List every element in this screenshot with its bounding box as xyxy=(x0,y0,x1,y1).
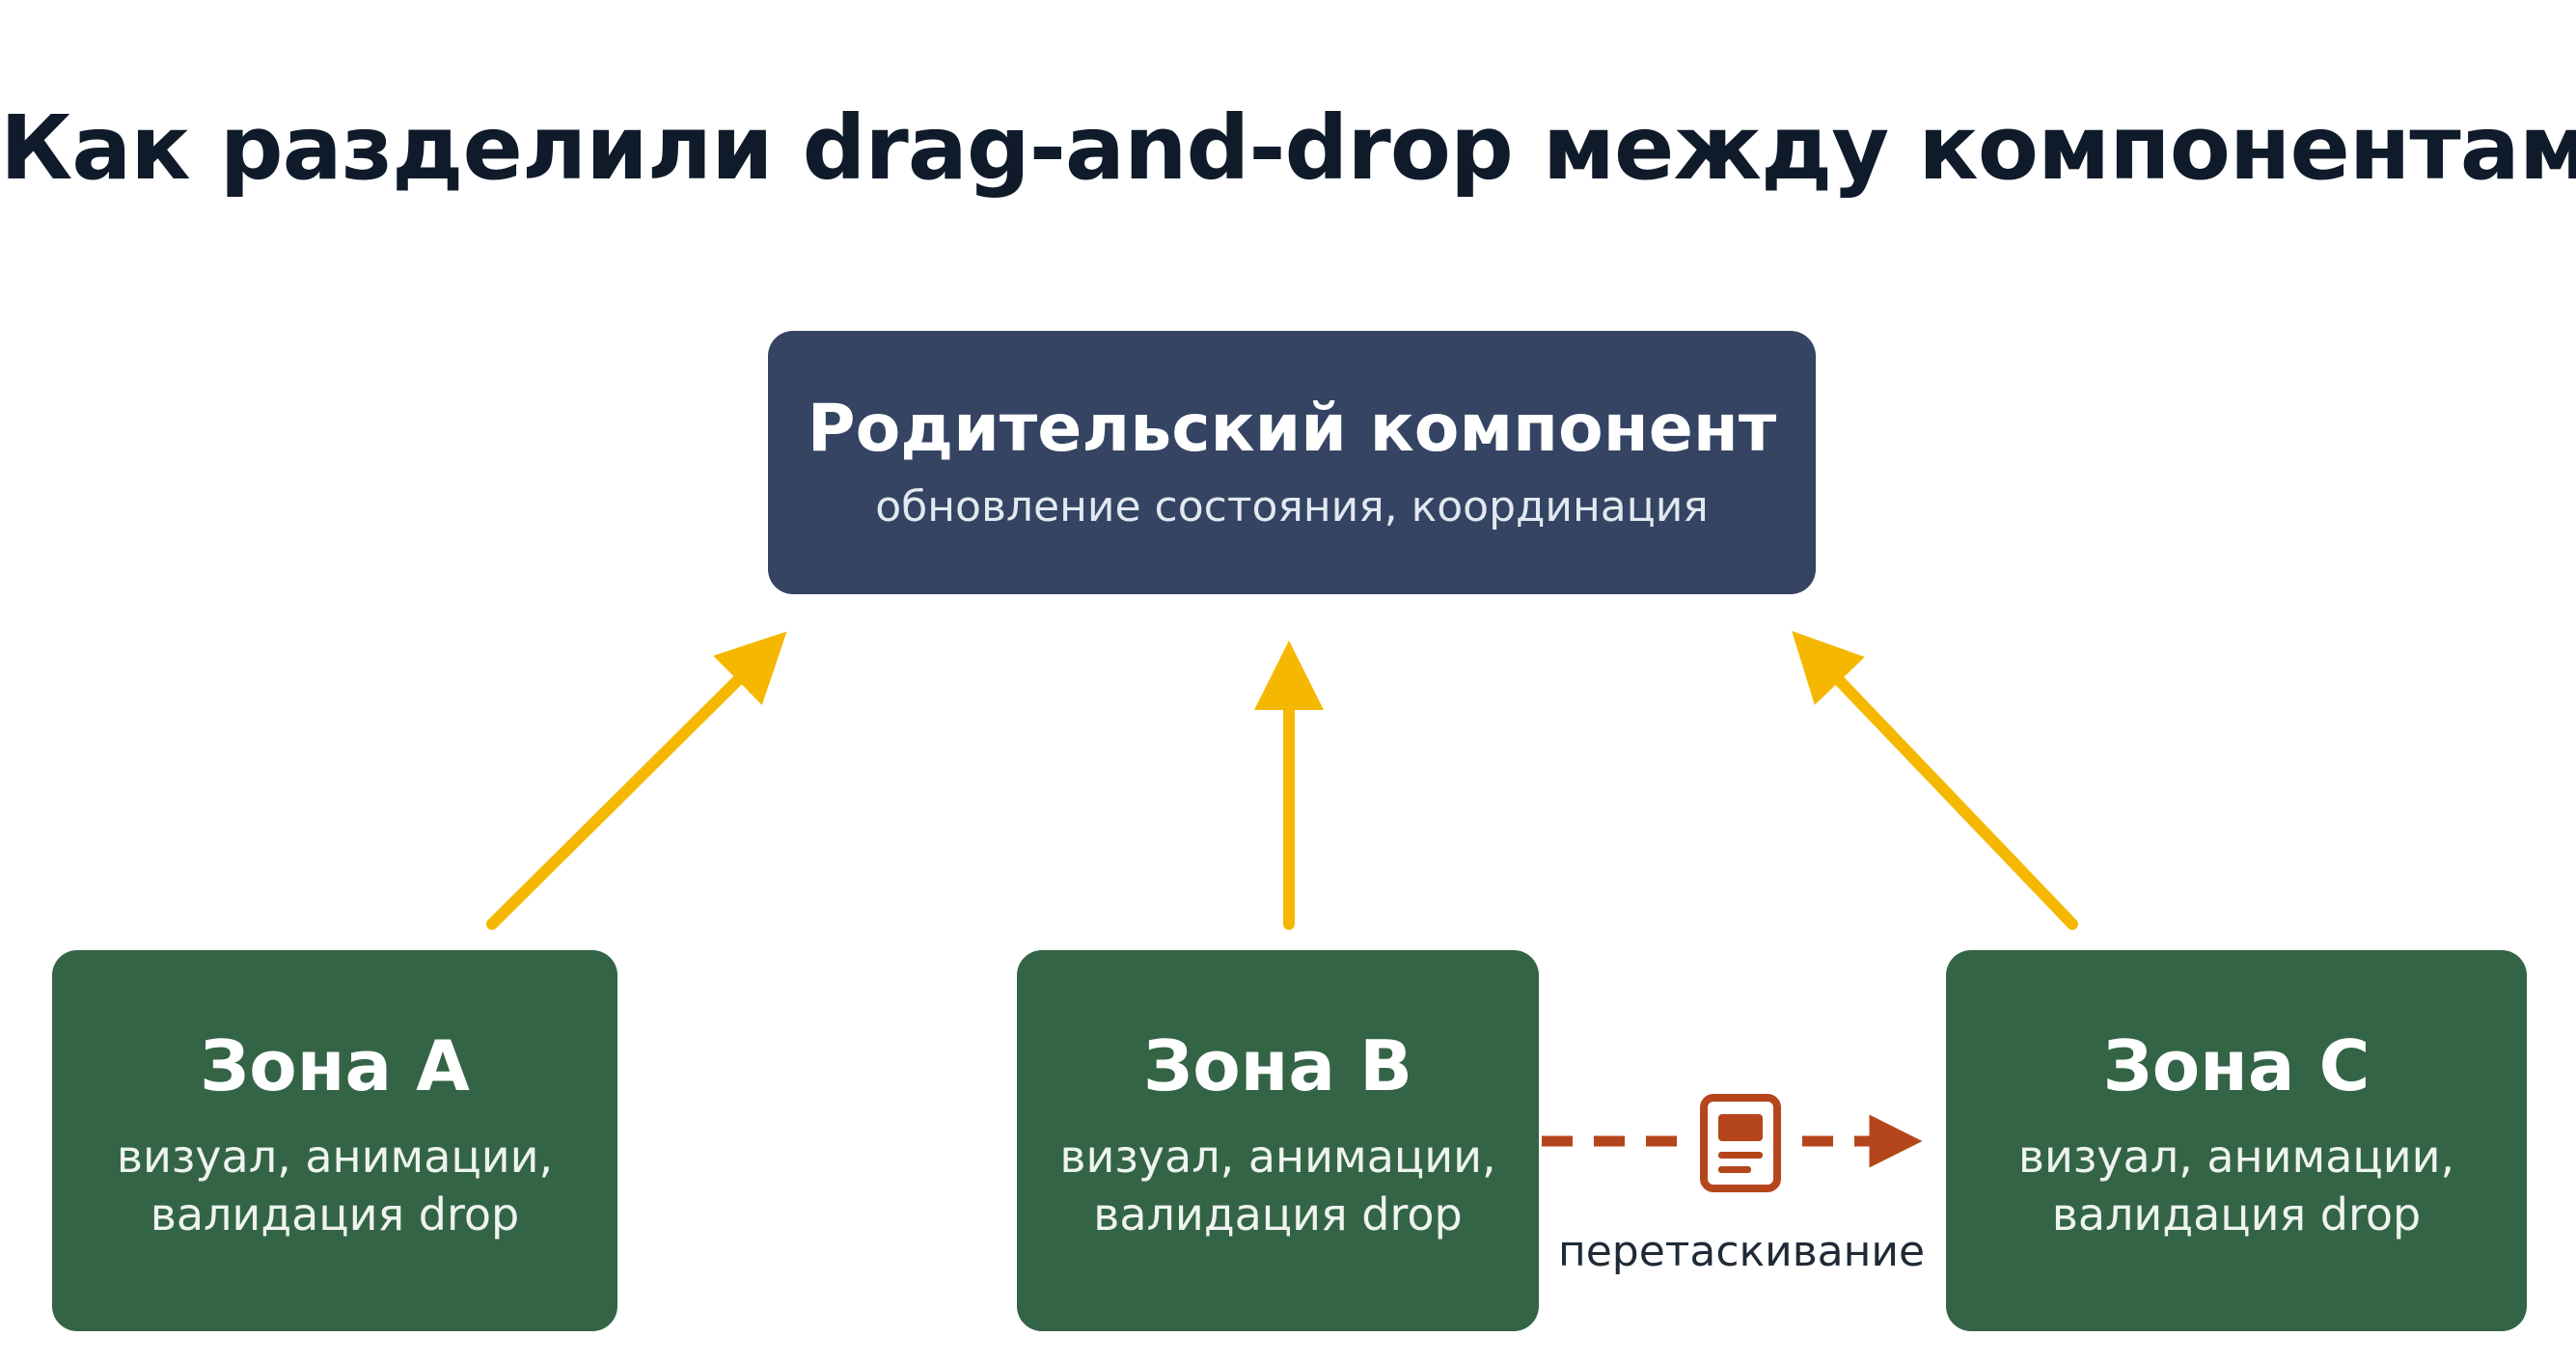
arrow-zone-a-to-parent xyxy=(486,631,787,930)
parent-component-box: Родительский компонент обновление состоя… xyxy=(768,331,1816,594)
zone-b-subtitle: визуал, анимации, валидация drop xyxy=(1059,1131,1496,1241)
arrow-zone-c-to-parent xyxy=(1792,630,2078,930)
zone-a-box: Зона A визуал, анимации, валидация drop xyxy=(52,950,617,1331)
parent-component-subtitle: обновление состояния, координация xyxy=(875,482,1709,532)
drag-label: перетаскивание xyxy=(1557,1227,1926,1276)
zone-a-title: Зона A xyxy=(200,1025,470,1106)
zone-c-title: Зона C xyxy=(2102,1025,2370,1106)
zone-c-box: Зона C визуал, анимации, валидация drop xyxy=(1946,950,2527,1331)
zone-c-subtitle: визуал, анимации, валидация drop xyxy=(2017,1131,2455,1241)
zone-b-box: Зона B визуал, анимации, валидация drop xyxy=(1017,950,1539,1331)
page-title: Как разделили drag-and-drop между компон… xyxy=(0,96,2576,200)
parent-component-title: Родительский компонент xyxy=(807,391,1777,467)
card-icon xyxy=(1700,1094,1781,1192)
zone-b-title: Зона B xyxy=(1143,1025,1412,1106)
zone-a-subtitle: визуал, анимации, валидация drop xyxy=(116,1131,554,1241)
